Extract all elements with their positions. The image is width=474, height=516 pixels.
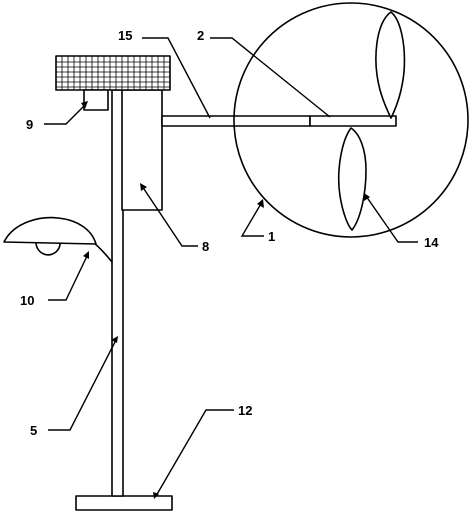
label-14: 14: [424, 235, 439, 250]
leader-14: [365, 195, 418, 243]
rotor-arm: [309, 115, 397, 127]
label-10: 10: [20, 293, 34, 308]
label-9: 9: [26, 117, 33, 132]
arrow-8: [140, 183, 147, 191]
label-15: 15: [118, 28, 132, 43]
solar-panel-grid: [56, 56, 170, 90]
label-1: 1: [268, 229, 275, 244]
arrow-5: [111, 336, 118, 343]
wind-rotor-housing: [233, 2, 469, 238]
solar-panel: [55, 55, 171, 91]
cross-arm: [161, 115, 311, 127]
blade-lower: [337, 127, 367, 231]
label-2: 2: [197, 28, 204, 43]
arrow-14: [364, 193, 370, 201]
sensor-box: [83, 89, 109, 111]
leader-15: [142, 37, 211, 119]
leader-12: [155, 409, 234, 497]
leader-lines: [44, 37, 418, 497]
arrow-1: [257, 199, 264, 208]
base-plate: [75, 495, 173, 511]
label-5: 5: [30, 423, 37, 438]
leader-5: [48, 339, 117, 431]
controller-box: [121, 89, 163, 211]
leader-10: [48, 253, 89, 301]
arrow-12: [153, 492, 159, 499]
lamp-bulb: [35, 243, 61, 256]
leader-9: [44, 103, 87, 125]
label-12: 12: [238, 403, 252, 418]
label-8: 8: [202, 239, 209, 254]
leader-1: [240, 201, 264, 237]
leader-8: [141, 185, 198, 247]
blade-upper: [375, 11, 406, 119]
arrow-9: [81, 101, 88, 109]
arrow-10: [83, 251, 89, 259]
arrowheads: [81, 101, 370, 499]
leader-2: [210, 37, 331, 118]
lamp-shade: [3, 216, 97, 245]
